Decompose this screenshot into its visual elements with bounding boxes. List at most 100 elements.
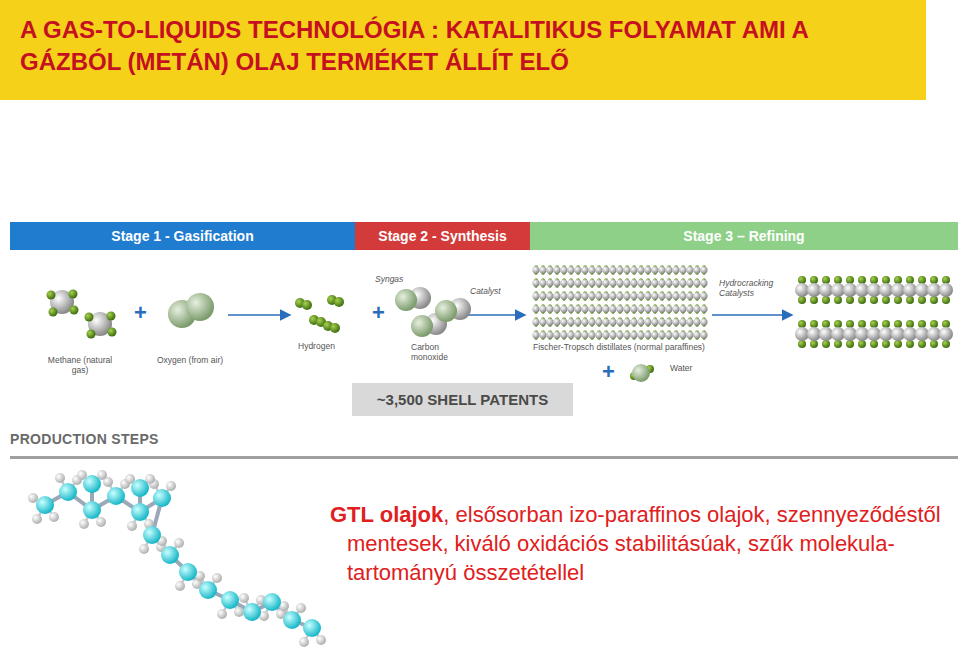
carbon-atom — [581, 331, 588, 338]
hydrogen-atom — [28, 493, 38, 503]
carbon-atom — [903, 283, 917, 297]
carbon-atom — [693, 292, 700, 299]
carbon-atom — [567, 266, 574, 273]
hydrogen-atom — [32, 514, 42, 524]
hydrogen-atom — [822, 340, 830, 348]
carbon-atom — [623, 305, 630, 312]
carbon-atom — [609, 279, 616, 286]
carbon-atom — [915, 283, 929, 297]
carbon-atom — [588, 318, 595, 325]
hydrogen-atom — [882, 276, 890, 284]
carbon-atom — [161, 546, 179, 564]
carbon-atom — [107, 487, 125, 505]
carbon-atom — [686, 279, 693, 286]
carbon-monoxide — [435, 300, 457, 322]
carbon-atom — [693, 266, 700, 273]
hydrogen-atom — [834, 320, 842, 328]
hydrogen-atom — [858, 296, 866, 304]
carbon-atom — [630, 266, 637, 273]
carbon-atom — [595, 292, 602, 299]
carbon-atom — [532, 266, 539, 273]
carbon-atom — [630, 331, 637, 338]
carbon-atom — [574, 292, 581, 299]
carbon-atom — [539, 292, 546, 299]
carbon-atom — [843, 283, 857, 297]
component-label: Carbon monoxide — [411, 343, 459, 363]
carbon-atom — [623, 266, 630, 273]
carbon-atom — [602, 331, 609, 338]
hydrogen-atom — [108, 328, 117, 337]
carbon-atom — [658, 279, 665, 286]
carbon-atom — [539, 279, 546, 286]
hydrogen-atom — [882, 320, 890, 328]
hydrogen-atom — [906, 320, 914, 328]
hydrogen-atom — [870, 296, 878, 304]
title-band — [0, 0, 926, 100]
carbon-atom — [532, 292, 539, 299]
hydrogen-atom — [166, 481, 176, 491]
hydrogen-atom — [175, 581, 185, 591]
carbon-atom — [546, 279, 553, 286]
hydrogen-atom — [930, 340, 938, 348]
carbon-atom — [819, 327, 833, 341]
hydrogen-atom — [858, 340, 866, 348]
carbon-atom — [143, 526, 161, 544]
description-paragraph: GTL olajok, elsősorban izo-paraffinos ol… — [330, 500, 942, 587]
carbon-atom — [131, 503, 149, 521]
hydrogen-atom — [107, 312, 116, 321]
carbon-atom — [567, 331, 574, 338]
carbon-atom — [553, 305, 560, 312]
carbon-atom — [616, 331, 623, 338]
carbon-atom — [532, 318, 539, 325]
hydrogen-atom — [894, 296, 902, 304]
carbon-atom — [553, 292, 560, 299]
carbon-atom — [595, 318, 602, 325]
carbon-atom — [700, 318, 707, 325]
hydrogen-atom — [49, 512, 59, 522]
carbon-atom — [581, 279, 588, 286]
carbon-atom — [672, 318, 679, 325]
carbon-atom — [221, 591, 239, 609]
carbon-atom — [693, 318, 700, 325]
hydrogen-atom — [870, 320, 878, 328]
hydrogen-atom — [316, 635, 326, 645]
stage-band: Stage 1 - Gasification — [10, 222, 355, 250]
carbon-atom — [283, 611, 301, 629]
slide-title: A GAS-TO-LIQUIDS TECHNOLÓGIA : KATALITIK… — [20, 14, 915, 79]
carbon-atom — [131, 479, 149, 497]
hydrogen-atom — [87, 330, 96, 339]
carbon-atom — [927, 327, 941, 341]
carbon-atom — [595, 266, 602, 273]
carbon-atom — [658, 305, 665, 312]
carbon-atom — [855, 327, 869, 341]
carbon-atom — [616, 305, 623, 312]
water-molecule — [632, 364, 650, 382]
hydrogen-atom — [882, 296, 890, 304]
carbon-atom — [602, 305, 609, 312]
hydrogen-atom — [47, 291, 56, 300]
carbon-atom — [574, 266, 581, 273]
carbon-atom — [153, 489, 171, 507]
carbon-atom — [686, 266, 693, 273]
carbon-atom — [644, 331, 651, 338]
carbon-atom — [637, 331, 644, 338]
carbon-atom — [630, 279, 637, 286]
carbon-atom — [546, 318, 553, 325]
carbon-atom — [588, 305, 595, 312]
carbon-atom — [581, 266, 588, 273]
hydrogen-atom — [174, 538, 184, 548]
carbon-atom — [616, 318, 623, 325]
carbon-atom — [83, 501, 101, 519]
carbon-atom — [574, 331, 581, 338]
carbon-atom — [553, 266, 560, 273]
component-label: Hydrogen — [298, 342, 335, 352]
hydrogen-atom — [846, 276, 854, 284]
carbon-atom — [665, 331, 672, 338]
carbon-atom — [651, 292, 658, 299]
carbon-monoxide — [395, 289, 417, 311]
carbon-atom — [609, 305, 616, 312]
component-label: Hydrocracking Catalysts — [719, 279, 793, 299]
component-label: Water — [670, 364, 692, 374]
hydrogen-atom — [810, 340, 818, 348]
